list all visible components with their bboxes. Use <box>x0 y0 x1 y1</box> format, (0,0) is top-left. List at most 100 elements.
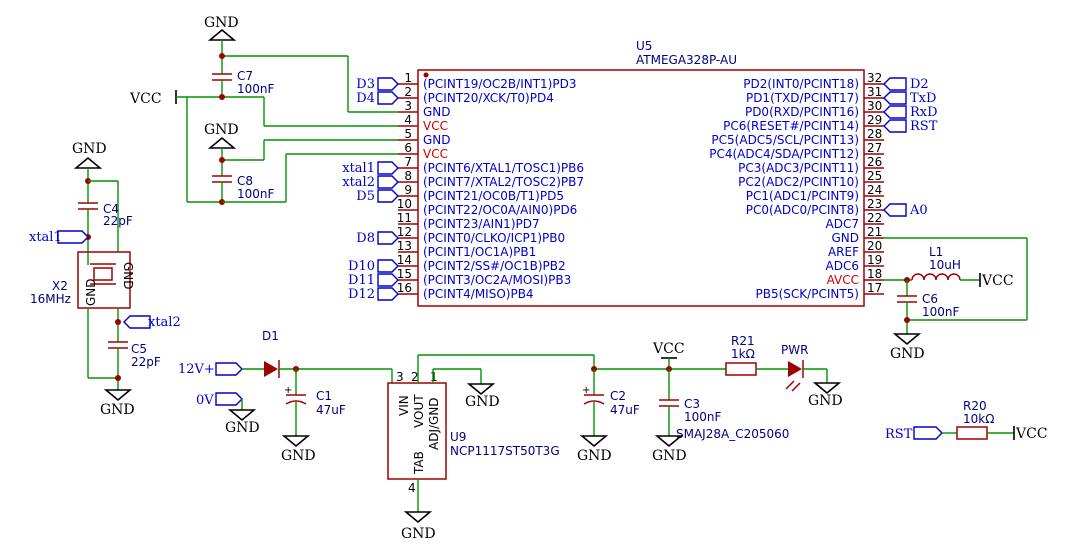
u5-pin-11[interactable]: 11(PCINT23/AIN1)PD7 <box>397 211 540 231</box>
u5-atmega328p[interactable]: U5 ATMEGA328P-AU 1(PCINT19/OC2B/INT1)PD3… <box>342 39 938 307</box>
u5-pin-name: GND <box>831 231 859 245</box>
rst-flag[interactable] <box>913 426 943 440</box>
r20-resistor[interactable] <box>956 426 988 440</box>
l1-inductor[interactable] <box>911 273 961 281</box>
net-label-D11: D11 <box>348 273 375 288</box>
power-supply: 12V+ D1 + C1 47uF GND 0V GND VIN VOUT AD… <box>178 329 1048 542</box>
u5-pin-number: 25 <box>867 169 882 183</box>
u5-pin-number: 18 <box>867 267 882 281</box>
c2-value: 47uF <box>610 403 640 417</box>
net-flag[interactable] <box>377 287 399 301</box>
u9-body[interactable] <box>387 382 447 480</box>
c3-ref: C3 <box>684 397 700 411</box>
gnd-symbol-c5 <box>103 389 133 402</box>
c4-ref: C4 <box>103 202 119 216</box>
u5-pin-10[interactable]: 10(PCINT22/OC0A/AIN0)PD6 <box>397 197 578 217</box>
vcc-label-c3: VCC <box>652 341 685 357</box>
gnd-label-led: GND <box>808 393 843 409</box>
c7-ref: C7 <box>237 69 253 83</box>
gnd-label-c2: GND <box>577 448 612 464</box>
u5-pin-number: 27 <box>867 141 882 155</box>
d1-diode[interactable] <box>264 361 278 377</box>
u5-pin-number: 17 <box>867 281 882 295</box>
avcc-filter: VCC L1 10uH C6 100nF GND <box>884 237 1028 362</box>
net-flag[interactable] <box>883 203 907 217</box>
r21-resistor[interactable] <box>725 362 757 376</box>
net-label-TxD: TxD <box>910 91 936 106</box>
pwr-led[interactable] <box>788 361 802 377</box>
c1-value: 47uF <box>316 403 346 417</box>
xtal2-flag[interactable] <box>123 315 151 329</box>
u5-pin-13[interactable]: 13(PCINT1/OC1A)PB1 <box>397 239 537 259</box>
gnd-symbol-c8 <box>207 136 237 149</box>
c5-ref: C5 <box>131 342 147 356</box>
v12-flag[interactable] <box>215 362 243 376</box>
u5-pin-name: PC2(ADC2/PCINT10) <box>738 175 859 189</box>
net-flag[interactable] <box>377 189 399 203</box>
net-flag[interactable] <box>883 119 907 133</box>
u5-pin-25[interactable]: 25 PC2(ADC2/PCINT10) <box>738 169 884 189</box>
net-flag[interactable] <box>883 91 907 105</box>
u5-pin-name: (PCINT4/MISO)PB4 <box>423 287 534 301</box>
net-flag[interactable] <box>377 77 399 91</box>
net-flag[interactable] <box>377 273 399 287</box>
net-flag[interactable] <box>377 161 399 175</box>
u5-pin-name: (PCINT21/OC0B/T1)PD5 <box>423 189 564 203</box>
u5-pin-name: (PCINT6/XTAL1/TOSC1)PB6 <box>423 161 584 175</box>
u5-pin-number: 1 <box>404 71 412 85</box>
u5-pin-name: PB5(SCK/PCINT5) <box>756 287 859 301</box>
net-flag[interactable] <box>883 77 907 91</box>
net-label-D5: D5 <box>356 189 375 204</box>
x2-body[interactable] <box>77 251 131 309</box>
u5-pin-number: 32 <box>867 71 882 85</box>
net-flag[interactable] <box>377 231 399 245</box>
gnd-label-c8: GND <box>204 122 239 138</box>
u5-pin-17[interactable]: 17 PB5(SCK/PCINT5) <box>756 281 884 301</box>
net-label-D3: D3 <box>356 77 375 92</box>
v0-flag[interactable] <box>215 392 243 406</box>
u5-pin-number: 4 <box>404 113 412 127</box>
c6-value: 100nF <box>922 305 960 319</box>
u5-pin-name: PD0(RXD/PCINT16) <box>745 105 859 119</box>
gnd-label-0v: GND <box>225 420 260 436</box>
xtal1-flag[interactable] <box>57 230 89 244</box>
c2-polarity: + <box>582 385 590 396</box>
u5-pin-number: 6 <box>404 141 412 155</box>
net-flag[interactable] <box>377 91 399 105</box>
u5-ref: U5 <box>636 39 652 53</box>
net-flag[interactable] <box>883 105 907 119</box>
net-flag[interactable] <box>377 175 399 189</box>
u5-pin-number: 5 <box>404 127 412 141</box>
net-flag[interactable] <box>377 259 399 273</box>
gnd-symbol-c2 <box>579 435 609 448</box>
c4-value: 22pF <box>103 214 133 228</box>
net-label-RxD: RxD <box>910 105 938 120</box>
